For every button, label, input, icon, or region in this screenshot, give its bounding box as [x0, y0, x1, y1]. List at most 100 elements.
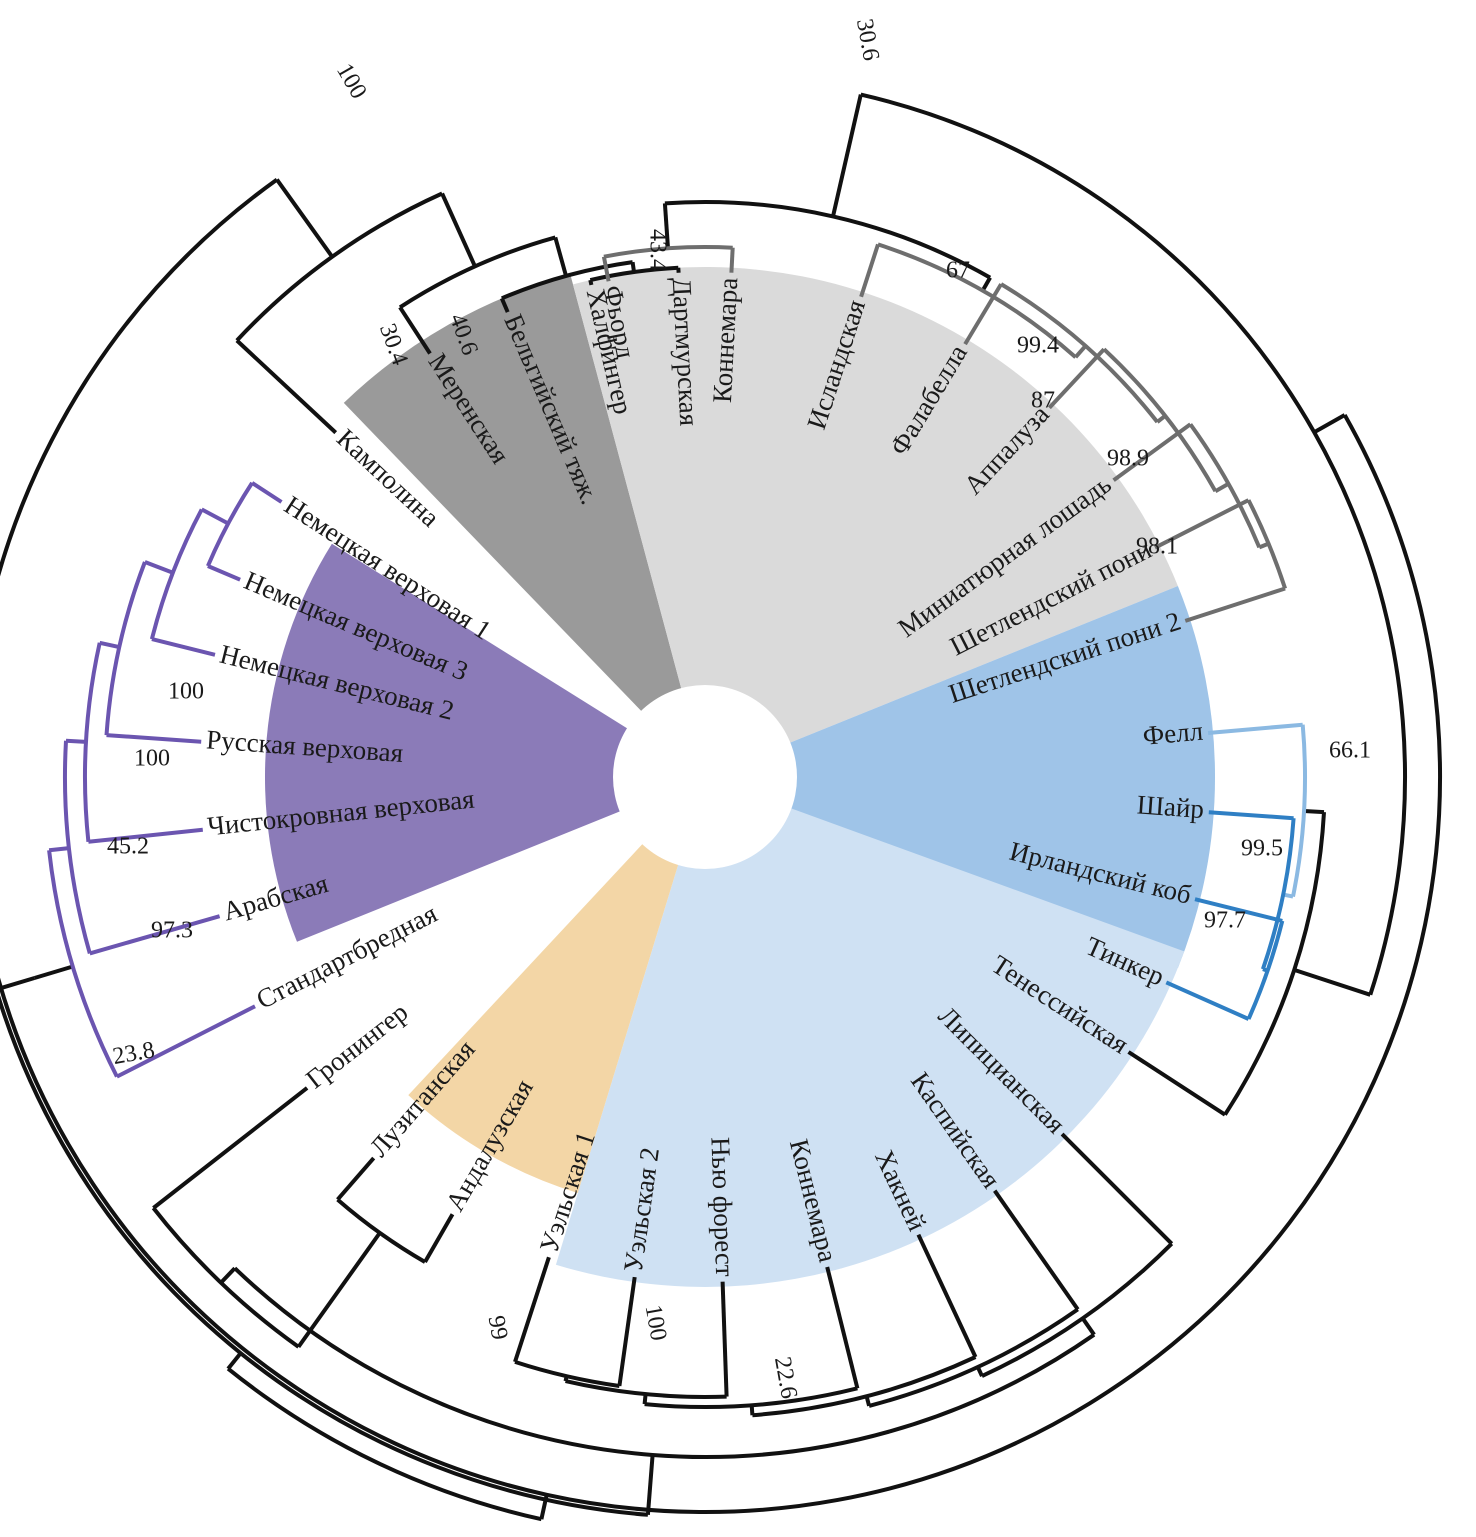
- branch-line: [251, 481, 283, 504]
- branch-line: [1207, 722, 1303, 735]
- branch-line: [993, 1189, 1080, 1311]
- branch-arc: [1188, 423, 1262, 549]
- light-gray-sector: [573, 267, 1178, 777]
- branch-arc: [501, 260, 633, 301]
- branch-line: [423, 1213, 455, 1263]
- bootstrap-value: 43.4: [644, 229, 670, 271]
- branch-line: [513, 1256, 551, 1363]
- branch-line: [1154, 498, 1250, 550]
- branch-line: [662, 203, 670, 249]
- branch-arc: [233, 1266, 1096, 1459]
- branch-line: [275, 178, 334, 258]
- branch-line: [219, 1266, 237, 1285]
- center-hole: [613, 685, 797, 869]
- branch-line: [89, 914, 221, 956]
- pale-blue-sector: [555, 777, 1185, 1287]
- branch-arc: [589, 265, 679, 283]
- branch-line: [1060, 1132, 1174, 1246]
- clade-sectors: [264, 267, 1216, 1287]
- branch-line: [1214, 482, 1230, 493]
- branch-line: [99, 640, 120, 650]
- branch-arc: [206, 481, 254, 567]
- bootstrap-value: 100: [168, 679, 204, 705]
- branch-line: [831, 94, 863, 217]
- bootstrap-value: 67: [946, 258, 970, 284]
- branch-line: [296, 1231, 382, 1349]
- branch-line: [152, 1086, 309, 1210]
- branch-line: [1313, 413, 1346, 434]
- branch-line: [499, 297, 510, 313]
- branch-arc: [868, 1307, 1079, 1408]
- branch-line: [1293, 967, 1371, 997]
- branch-line: [588, 279, 594, 286]
- branch-line: [720, 1281, 729, 1397]
- branch-arc: [981, 1242, 1174, 1378]
- branch-line: [106, 733, 202, 744]
- tan-sector: [408, 777, 705, 1193]
- bootstrap-value: 99.4: [1017, 333, 1059, 359]
- branch-arc: [62, 740, 92, 954]
- branch-line: [859, 243, 880, 298]
- branch-arc: [664, 199, 992, 280]
- branch-line: [645, 1454, 655, 1515]
- taxon-label: Фелл: [1142, 716, 1205, 751]
- branch-arc: [1102, 347, 1218, 493]
- bootstrap-value: 23.8: [111, 1037, 157, 1070]
- bootstrap-value: 99: [483, 1314, 513, 1342]
- branch-line: [1047, 347, 1106, 410]
- branch-arc: [47, 850, 119, 1078]
- branch-arc: [1246, 499, 1288, 590]
- branch-line: [1194, 897, 1283, 923]
- taxon-label: Коннемара: [707, 277, 744, 404]
- bootstrap-value: 98.9: [1107, 446, 1149, 472]
- taxon-label: Шайр: [1136, 789, 1205, 824]
- branch-line: [207, 564, 241, 582]
- taxon-label: Нью форест: [705, 1136, 740, 1277]
- branch-arc: [1261, 818, 1296, 970]
- bootstrap-value: 45.2: [107, 834, 149, 860]
- tree-branches: [0, 92, 1443, 1522]
- branch-line: [151, 637, 216, 657]
- bootstrap-value: 100: [331, 59, 372, 103]
- branch-arc: [104, 561, 147, 736]
- branch-arc: [151, 1206, 300, 1349]
- branch-arc: [149, 508, 204, 640]
- branch-line: [115, 1004, 256, 1079]
- branch-line: [963, 283, 1003, 346]
- bootstrap-value: 99.5: [1241, 836, 1283, 862]
- bootstrap-value: 100: [134, 746, 170, 772]
- taxon-label: Гронингер: [300, 997, 413, 1095]
- bootstrap-value: 30.6: [851, 17, 884, 63]
- branch-arc: [226, 1367, 542, 1522]
- branch-line: [235, 339, 338, 435]
- blue-sector: [705, 586, 1216, 968]
- branch-line: [916, 1233, 978, 1358]
- branch-line: [144, 560, 174, 575]
- branch-arc: [83, 642, 102, 843]
- branch-line: [1081, 1317, 1096, 1336]
- branch-arc: [398, 235, 556, 309]
- bootstrap-value: 30.4: [374, 320, 413, 368]
- branch-line: [1184, 586, 1286, 623]
- branch-line: [729, 247, 735, 273]
- branch-line: [88, 827, 204, 844]
- branch-line: [1127, 1050, 1227, 1117]
- branch-line: [398, 306, 432, 355]
- branch-arc: [877, 242, 1077, 359]
- branch-arc: [1000, 282, 1159, 424]
- branch-arc: [0, 177, 1443, 1515]
- branch-arc: [565, 1379, 727, 1399]
- branch-line: [1208, 810, 1294, 821]
- branch-line: [48, 846, 70, 853]
- dark-gray-sector: [343, 274, 705, 777]
- branch-line: [601, 256, 611, 282]
- bootstrap-value: 97.3: [151, 918, 193, 944]
- branch-line: [553, 236, 568, 277]
- branch-arc: [1291, 724, 1307, 897]
- purple-sector: [264, 543, 705, 942]
- branch-line: [226, 1351, 243, 1370]
- branch-arc: [0, 994, 649, 1517]
- branch-line: [33, 964, 74, 980]
